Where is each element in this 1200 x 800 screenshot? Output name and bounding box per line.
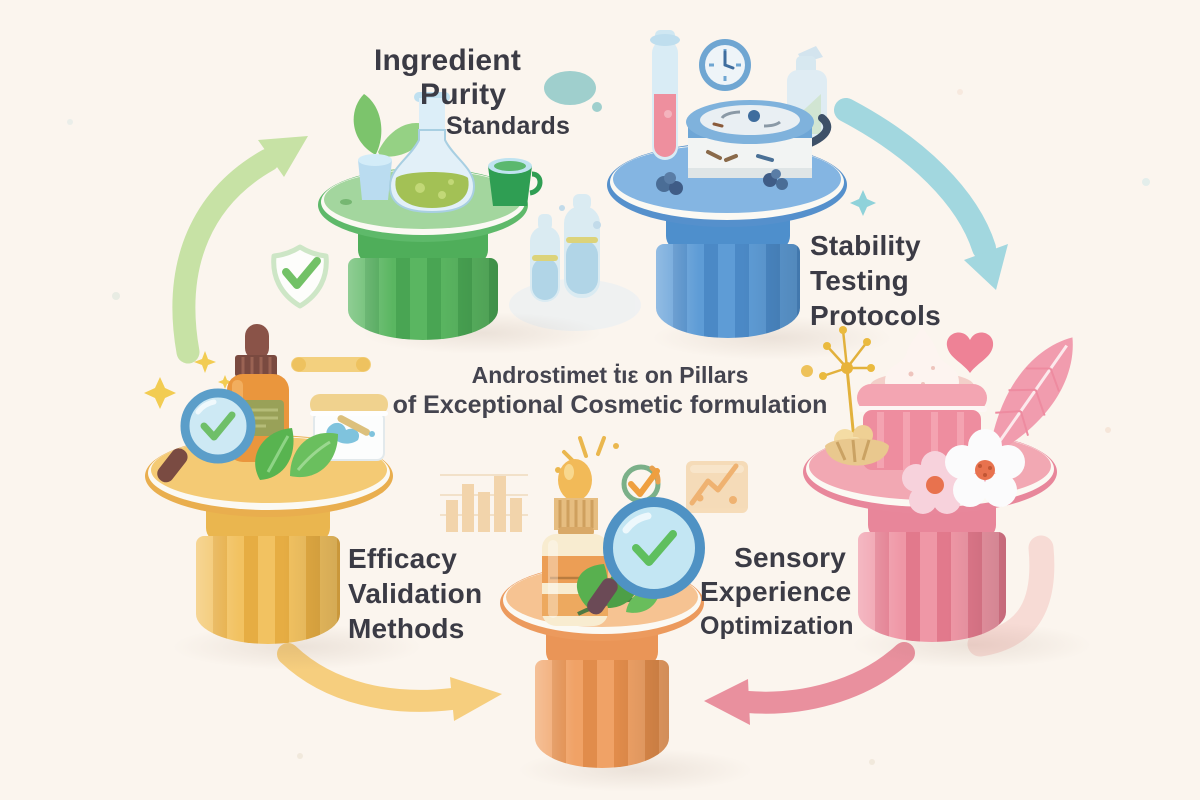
label-line: Validation	[348, 578, 483, 609]
pedestal-column	[858, 532, 1006, 642]
label-efficacy-validation: Efficacy Validation Methods	[348, 541, 482, 646]
label-stability-testing: Stability Testing Protocols	[810, 228, 941, 333]
golden-sprig-icon	[819, 326, 875, 451]
trend-chart-icon	[686, 461, 748, 513]
stability-testing-items	[650, 30, 832, 195]
arrow-up-right-icon	[172, 136, 308, 364]
reagent-bottle-icon	[787, 46, 827, 140]
green-cup-icon	[488, 158, 543, 206]
pink-swoosh-icon	[967, 535, 1055, 657]
shield-check-icon	[271, 244, 329, 309]
label-line: Protocols	[810, 300, 941, 331]
sample-vials-icon	[509, 194, 641, 331]
capsule-stick-icon	[291, 357, 371, 372]
arrow-left-icon	[704, 642, 915, 725]
label-line: Methods	[348, 613, 465, 644]
leaf-sprout-pot-icon	[353, 94, 428, 200]
sparkle-stars-icon	[144, 351, 232, 409]
pedestal-column	[656, 244, 800, 338]
cosmetic-formulation-items	[542, 436, 705, 626]
mint-leaves-icon	[255, 428, 338, 480]
center-caption: Androstimet ṫıε on Pillars of Exceptiona…	[360, 360, 860, 421]
bar-chart-icon	[440, 474, 528, 532]
label-line: Standards	[446, 112, 571, 140]
caption-line: of Exceptional Cosmetic formulation	[392, 391, 828, 419]
efficacy-validation-items	[144, 324, 388, 483]
magnifier-check-icon	[157, 388, 256, 483]
sparkle-icon	[850, 190, 876, 216]
blossom-flowers-icon	[902, 429, 1025, 514]
clock-icon	[699, 39, 751, 91]
arrow-right-icon	[277, 643, 502, 721]
magnifier-check-icon	[587, 497, 705, 615]
speech-bubble-icon	[544, 71, 602, 112]
label-line: Testing	[810, 265, 909, 296]
caption-line: Androstimet ṫıε on Pillars	[471, 362, 749, 388]
label-line: Stability	[810, 230, 921, 261]
cream-jar-icon	[857, 326, 987, 470]
erlenmeyer-flask-icon	[388, 92, 476, 214]
whipped-cream-icon	[885, 326, 959, 398]
label-line: Efficacy	[348, 543, 457, 574]
heart-icon	[946, 332, 994, 373]
pedestal-column	[348, 258, 498, 340]
label-line: Purity	[420, 78, 507, 111]
stability-chamber-icon	[686, 100, 832, 178]
gold-dot-icon	[801, 365, 813, 377]
pedestal-column	[535, 660, 669, 768]
pedestal-column	[196, 536, 340, 644]
butter-basket-icon	[825, 425, 889, 466]
label-line: Ingredient	[374, 44, 522, 77]
label-line: Optimization	[700, 612, 854, 640]
table-speck	[340, 199, 352, 205]
mineral-stones-icon	[656, 169, 788, 195]
label-line: Sensory	[734, 542, 846, 573]
ingredient-purity-items	[340, 92, 543, 214]
sensory-experience-items	[819, 326, 1073, 514]
arrow-down-right-icon	[834, 98, 1008, 290]
test-tube-icon	[650, 30, 680, 160]
label-sensory-experience: Sensory Experience Optimization	[700, 541, 854, 643]
label-line: Experience	[700, 576, 852, 607]
